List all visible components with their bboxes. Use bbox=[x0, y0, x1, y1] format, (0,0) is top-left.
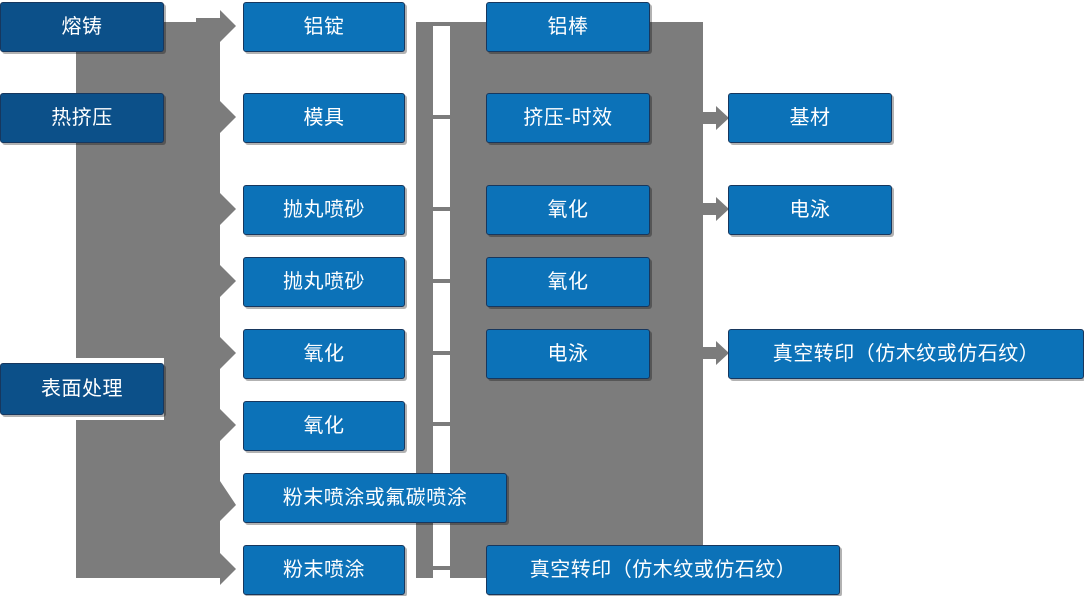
op-oxidation-1[interactable]: 氧化 bbox=[243, 329, 405, 379]
connector-operations-rail bbox=[416, 22, 433, 578]
tr-vacuum-transfer-printing-label: 真空转印（仿木纹或仿石纹） bbox=[529, 559, 797, 581]
op-shot-blast-2[interactable]: 抛丸喷砂 bbox=[243, 257, 405, 307]
op-aluminum-ingot-label: 铝锭 bbox=[303, 16, 345, 38]
op-shot-blast-1-label: 抛丸喷砂 bbox=[283, 199, 365, 221]
tr-electrophoresis-label: 电泳 bbox=[547, 343, 589, 365]
out-base-material[interactable]: 基材 bbox=[728, 93, 892, 143]
op-oxidation-1-label: 氧化 bbox=[303, 343, 345, 365]
out-electrophoresis-label: 电泳 bbox=[789, 199, 831, 221]
stage-melt-cast-label: 熔铸 bbox=[61, 16, 103, 38]
op-oxidation-2-label: 氧化 bbox=[303, 415, 345, 437]
out-vacuum-transfer-printing-label: 真空转印（仿木纹或仿石纹） bbox=[772, 343, 1040, 365]
op-powder-coating-label: 粉末喷涂 bbox=[283, 559, 365, 581]
stage-hot-extrude-label: 热挤压 bbox=[51, 107, 113, 129]
op-aluminum-ingot[interactable]: 铝锭 bbox=[243, 2, 405, 52]
tr-extrude-aging[interactable]: 挤压-时效 bbox=[486, 93, 650, 143]
tr-aluminum-bar-label: 铝棒 bbox=[547, 16, 589, 38]
stage-surface-treatment-label: 表面处理 bbox=[41, 378, 123, 400]
op-shot-blast-2-label: 抛丸喷砂 bbox=[283, 271, 365, 293]
op-shot-blast-1[interactable]: 抛丸喷砂 bbox=[243, 185, 405, 235]
out-base-material-label: 基材 bbox=[789, 107, 831, 129]
tr-oxidation-1[interactable]: 氧化 bbox=[486, 185, 650, 235]
stage-surface-treatment[interactable]: 表面处理 bbox=[0, 363, 164, 415]
out-vacuum-transfer-printing[interactable]: 真空转印（仿木纹或仿石纹） bbox=[728, 329, 1084, 379]
op-powder-or-fluorocarbon-coating[interactable]: 粉末喷涂或氟碳喷涂 bbox=[243, 473, 507, 523]
out-electrophoresis[interactable]: 电泳 bbox=[728, 185, 892, 235]
op-mold-label: 模具 bbox=[303, 107, 345, 129]
tr-oxidation-2-label: 氧化 bbox=[547, 271, 589, 293]
tr-oxidation-2[interactable]: 氧化 bbox=[486, 257, 650, 307]
tr-aluminum-bar[interactable]: 铝棒 bbox=[486, 2, 650, 52]
op-mold[interactable]: 模具 bbox=[243, 93, 405, 143]
stage-hot-extrude[interactable]: 热挤压 bbox=[0, 93, 164, 143]
tr-vacuum-transfer-printing[interactable]: 真空转印（仿木纹或仿石纹） bbox=[486, 545, 840, 595]
tr-extrude-aging-label: 挤压-时效 bbox=[523, 107, 613, 129]
op-powder-or-fluorocarbon-coating-label: 粉末喷涂或氟碳喷涂 bbox=[282, 487, 468, 509]
op-oxidation-2[interactable]: 氧化 bbox=[243, 401, 405, 451]
tr-electrophoresis[interactable]: 电泳 bbox=[486, 329, 650, 379]
op-powder-coating[interactable]: 粉末喷涂 bbox=[243, 545, 405, 595]
stage-melt-cast[interactable]: 熔铸 bbox=[0, 2, 164, 52]
tr-oxidation-1-label: 氧化 bbox=[547, 199, 589, 221]
